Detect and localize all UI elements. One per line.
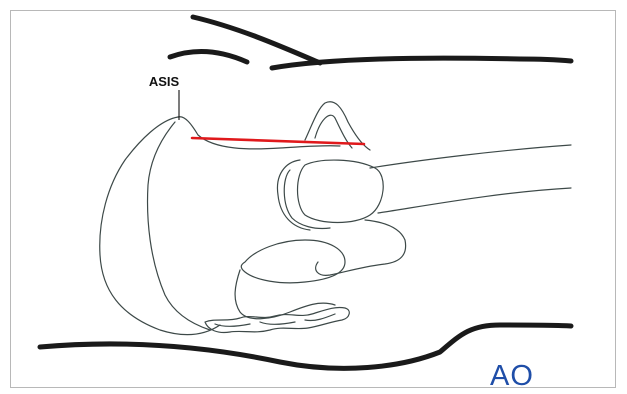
femoral-shaft-top (370, 145, 571, 168)
reference-line (192, 138, 364, 144)
ao-logo: AO (490, 360, 534, 392)
iliac-wing-inner (148, 122, 210, 330)
femoral-head-inner (284, 170, 330, 229)
iliac-wing-outline (100, 117, 220, 335)
asis-label: ASIS (149, 74, 180, 89)
sacrum-segments (205, 307, 349, 332)
hip-crease-contour (170, 51, 247, 62)
femoral-head (298, 160, 384, 222)
upper-body-contour (193, 17, 320, 63)
iliac-crest (178, 117, 340, 149)
femoral-shaft-bottom (378, 188, 571, 213)
obturator-outline (241, 240, 345, 283)
pelvis-bones (100, 102, 571, 335)
